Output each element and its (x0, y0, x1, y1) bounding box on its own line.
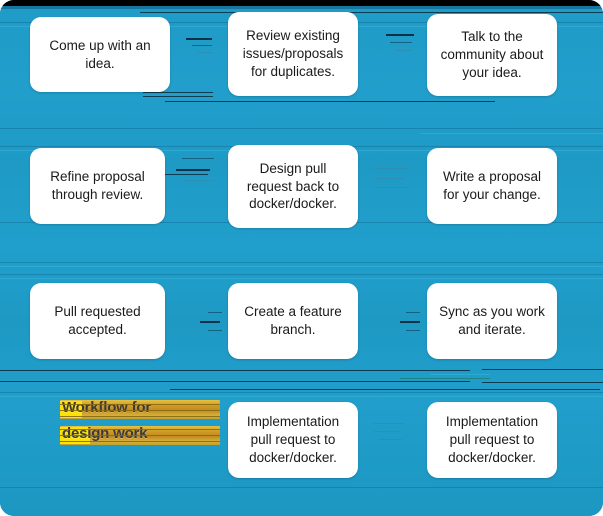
artifact-line (0, 392, 603, 393)
caption-strike (60, 441, 220, 442)
node-label: Implementation pull request to docker/do… (445, 414, 539, 465)
artifact-line (0, 262, 603, 263)
arrow-n2-to-n3 (386, 34, 418, 58)
artifact-line (0, 266, 603, 267)
caption-strike (60, 429, 220, 430)
artifact-line (160, 174, 208, 175)
artifact-line (420, 133, 603, 134)
node-implementation-pull-request-2[interactable]: Implementation pull request to docker/do… (427, 402, 557, 478)
caption-strike (60, 404, 220, 405)
node-label: Implementation pull request to docker/do… (246, 414, 340, 465)
caption-strike (60, 416, 220, 417)
node-design-pull-request[interactable]: Design pull request back to docker/docke… (228, 145, 358, 228)
caption-line-1: Workflow for (60, 399, 220, 421)
node-label: Write a proposal for your change. (442, 169, 542, 202)
node-label: Sync as you work and iterate. (439, 304, 545, 337)
caption-text-1: Workflow for (62, 399, 151, 416)
artifact-line (143, 92, 213, 93)
arrow-n5-to-n4 (176, 158, 218, 188)
artifact-line (0, 274, 603, 275)
node-label: Design pull request back to docker/docke… (246, 160, 340, 212)
artifact-line (0, 381, 470, 382)
arrow-n8-to-n7 (200, 312, 222, 332)
diagram-caption: Workflow for design work (60, 399, 220, 451)
node-review-existing-issues[interactable]: Review existing issues/proposals for dup… (228, 12, 358, 96)
node-label: Pull requested accepted. (54, 304, 141, 337)
artifact-line (170, 389, 600, 390)
node-write-a-proposal[interactable]: Write a proposal for your change. (427, 148, 557, 224)
artifact-line (430, 374, 490, 375)
node-label: Create a feature branch. (244, 304, 342, 337)
caption-yellow-marker (60, 401, 82, 418)
arrow-n1-to-n2 (186, 38, 216, 60)
node-talk-to-community[interactable]: Talk to the community about your idea. (427, 14, 557, 96)
arrow-n11-to-n10 (374, 423, 414, 441)
node-create-feature-branch[interactable]: Create a feature branch. (228, 283, 358, 359)
arrow-n6-to-n5 (374, 168, 416, 190)
node-implementation-pull-request-1[interactable]: Implementation pull request to docker/do… (228, 402, 358, 478)
artifact-line (0, 128, 603, 129)
artifact-line (0, 396, 603, 397)
caption-strike (60, 435, 220, 436)
node-pull-requested-accepted[interactable]: Pull requested accepted. (30, 283, 165, 359)
artifact-line (0, 278, 603, 279)
artifact-line (482, 369, 603, 370)
node-sync-as-you-work[interactable]: Sync as you work and iterate. (427, 283, 557, 359)
artifact-line (0, 487, 603, 488)
artifact-line (400, 378, 490, 379)
node-refine-proposal[interactable]: Refine proposal through review. (30, 148, 165, 224)
top-accent-strip (0, 6, 603, 9)
node-label: Refine proposal through review. (50, 169, 145, 202)
node-label: Come up with an idea. (49, 37, 151, 71)
artifact-line (143, 96, 213, 97)
caption-line-2: design work (60, 425, 220, 447)
caption-text-2: design work (62, 425, 148, 442)
artifact-line (140, 12, 603, 13)
caption-strike (60, 410, 220, 411)
artifact-line (0, 370, 470, 371)
node-label: Talk to the community about your idea. (440, 29, 544, 80)
artifact-line (165, 101, 495, 102)
artifact-line (482, 382, 603, 383)
arrow-n9-to-n8 (400, 312, 422, 332)
node-come-up-with-an-idea[interactable]: Come up with an idea. (30, 17, 170, 92)
node-label: Review existing issues/proposals for dup… (242, 28, 344, 79)
top-black-strip (0, 0, 603, 6)
